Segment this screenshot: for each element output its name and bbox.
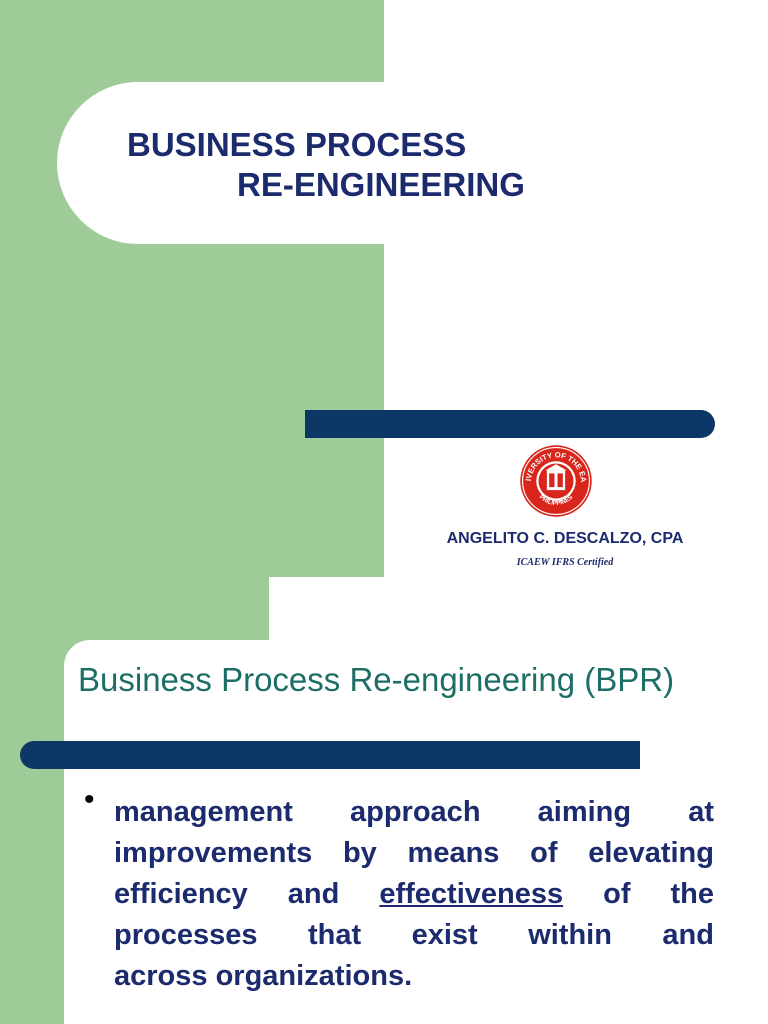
author-certification: ICAEW IFRS Certified xyxy=(516,557,614,568)
green-panel-lower xyxy=(0,577,269,640)
content-panel xyxy=(64,640,768,1024)
title-line-2: RE-ENGINEERING xyxy=(237,166,525,203)
slide-2-title: Business Process Re-engineering (BPR) xyxy=(78,661,675,698)
slide-title: BUSINESS PROCESS RE-ENGINEERING xyxy=(127,125,525,205)
bullet-dot-icon: • xyxy=(84,783,95,816)
author-name: ANGELITO C. DESCALZO, CPA xyxy=(446,530,684,547)
bullet-text: management approach aiming at improvemen… xyxy=(114,792,714,997)
accent-bar xyxy=(305,410,715,438)
bullet-text-part-2: of the processes that exist within and xyxy=(114,878,714,951)
slide-1: BUSINESS PROCESS RE-ENGINEERING UNIVERSI… xyxy=(0,0,768,640)
title-line-1: BUSINESS PROCESS xyxy=(127,126,467,163)
title-pill xyxy=(57,82,768,244)
university-seal-icon: UNIVERSITY OF THE EAST PHILIPPINES xyxy=(518,443,594,519)
accent-bar-2 xyxy=(20,741,640,769)
slide-2: Business Process Re-engineering (BPR) • … xyxy=(0,640,768,1024)
bullet-text-underlined: effectiveness xyxy=(379,878,564,910)
bullet-text-part-1: management approach aiming at improvemen… xyxy=(114,796,714,910)
bullet-text-last: across organizations. xyxy=(114,960,413,992)
